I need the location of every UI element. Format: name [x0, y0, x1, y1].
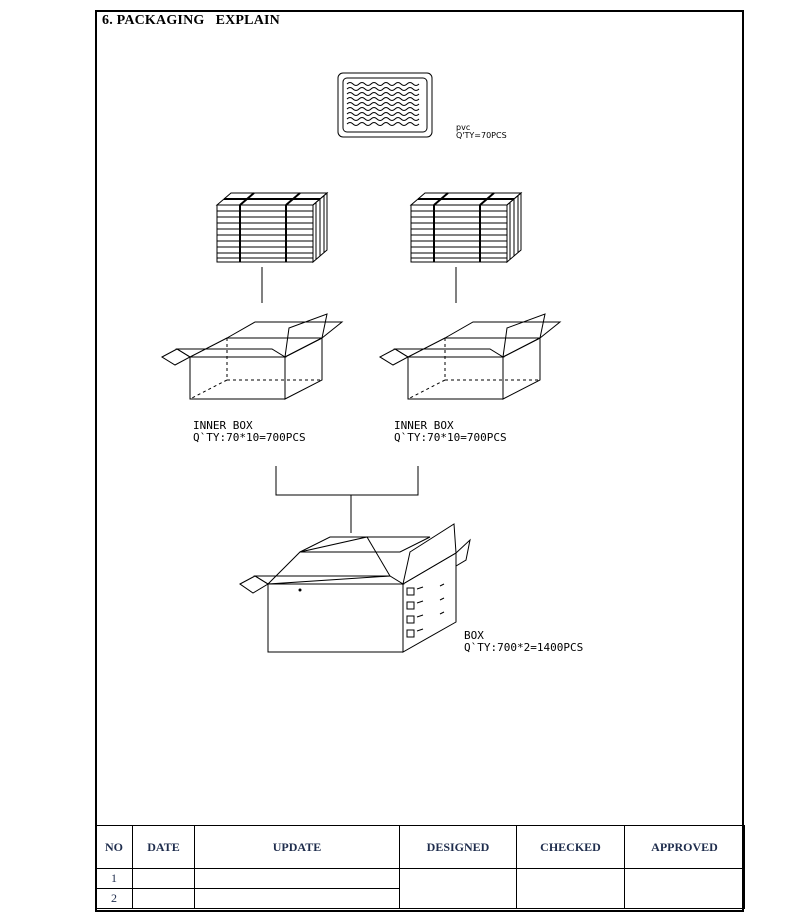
- revision-table: NO DATE UPDATE DESIGNED CHECKED APPROVED…: [95, 825, 745, 909]
- section-title: 6. PACKAGING EXPLAIN: [102, 13, 280, 28]
- header-designed: DESIGNED: [399, 825, 517, 869]
- row-update: [194, 868, 400, 889]
- inner-box-right-name: INNER BOX: [394, 419, 454, 432]
- tray-qty-label: Q'TY=70PCS: [456, 131, 507, 140]
- inner-box-left-name: INNER BOX: [193, 419, 253, 432]
- table-row: 1: [95, 868, 745, 909]
- inner-box-left-illustration: [160, 313, 344, 400]
- row-date: [132, 868, 195, 889]
- outer-box-qty: Q`TY:700*2=1400PCS: [464, 641, 584, 654]
- table-row: 2: [95, 888, 745, 909]
- tray-stack-right: [409, 191, 523, 264]
- header-date: DATE: [132, 825, 195, 869]
- row-date: [132, 888, 195, 909]
- row-update: [194, 888, 400, 909]
- row-no: 1: [95, 868, 133, 889]
- merge-bracket: [275, 466, 419, 496]
- header-checked: CHECKED: [516, 825, 625, 869]
- approved-cell: [624, 868, 745, 909]
- checked-cell: [516, 868, 625, 909]
- outer-box-name: BOX: [464, 629, 484, 642]
- header-approved: APPROVED: [624, 825, 745, 869]
- row-no: 2: [95, 888, 133, 909]
- drawing-frame: [95, 10, 744, 912]
- inner-box-right-qty: Q`TY:70*10=700PCS: [394, 431, 507, 444]
- tray-material-label: pvc: [456, 123, 471, 132]
- revision-header-row: NO DATE UPDATE DESIGNED CHECKED APPROVED: [95, 825, 745, 869]
- tray-stack-left: [215, 191, 329, 264]
- outer-box-illustration: [239, 523, 471, 653]
- inner-box-right-illustration: [378, 313, 562, 400]
- designed-cell: [399, 868, 517, 909]
- header-no: NO: [95, 825, 133, 869]
- header-update: UPDATE: [194, 825, 400, 869]
- inner-box-left-qty: Q`TY:70*10=700PCS: [193, 431, 306, 444]
- pvc-tray-illustration: [337, 72, 433, 138]
